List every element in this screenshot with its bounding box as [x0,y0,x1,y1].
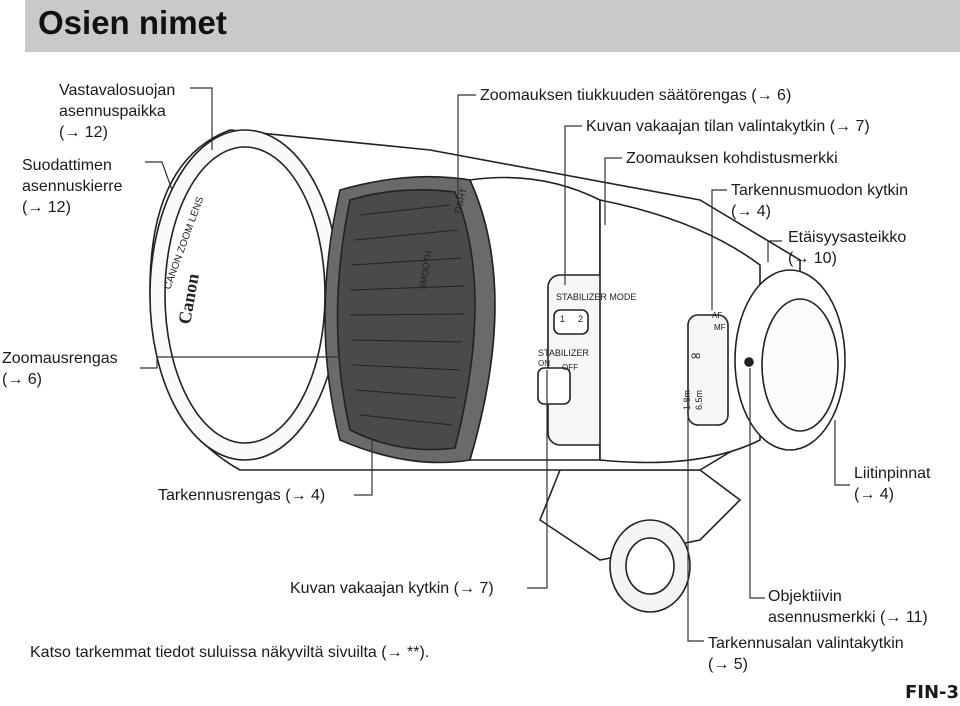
leader-focus-ring [354,440,373,496]
label-distance-scale: Etäisyysasteikko (→ 10) [788,229,907,267]
stabilizer-mode-marking: STABILIZER MODE [556,292,636,302]
stabilizer-marking: STABILIZER [538,348,589,358]
leader-contacts [834,420,850,486]
label-zoom-index: Zoomauksen kohdistusmerkki [626,150,838,167]
zoom-ring-ridges [349,204,465,426]
label-stabilizer-mode-switch: Kuvan vakaajan tilan valintakytkin (→ 7) [586,118,870,135]
leader-focus-limiter [687,400,704,642]
leader-focus-mode [711,189,727,310]
label-focus-mode-switch: Tarkennusmuodon kytkin (→ 4) [731,182,908,220]
label-stabilizer-switch: Kuvan vakaajan kytkin (→ 7) [290,580,494,597]
leader-zoom-tension [457,94,476,205]
focus-switch-panel [687,314,729,426]
off-marking: OFF [562,363,578,372]
page-number: FIN-3 [905,682,960,703]
af-marking: AF [712,311,722,320]
mf-marking: MF [714,323,726,332]
mode-1-marking: 1 [560,314,565,324]
dist-2-marking: 6.5m [694,390,704,410]
mount-index-dot [744,357,754,367]
leader-filter-thread [145,161,173,191]
leader-zoom-index [604,157,622,225]
leader-zoom-ring [140,356,340,369]
footnote: Katso tarkemmat tiedot suluissa näkyvilt… [30,644,430,661]
label-focus-ring: Tarkennusrengas (→ 4) [158,487,326,504]
dist-1-marking: 1.8m [682,390,692,410]
label-zoom-ring: Zoomausrengas (→ 6) [2,350,118,388]
label-focus-limiter: Tarkennusalan valintakytkin (→ 5) [708,635,904,673]
page-title: Osien nimet [38,4,227,41]
label-mount-index: Objektiivin asennusmerkki (→ 11) [768,588,928,626]
leader-stabilizer-mode [564,125,582,285]
leader-distance-scale [767,240,782,262]
label-filter-thread: Suodattimen asennuskierre (→ 12) [22,157,123,216]
leader-hood-mount [190,87,213,150]
title-bar [25,0,960,52]
leader-mount-index [749,368,765,599]
infinity-marking: ∞ [690,348,702,364]
on-marking: ON [538,359,550,368]
label-hood-mount: Vastavalosuojan asennuspaikka (→ 12) [59,82,176,141]
label-contacts: Liitinpinnat (→ 4) [854,465,931,503]
leader-lines [140,87,850,642]
leader-stabilizer-switch [527,370,548,589]
mode-2-marking: 2 [578,314,583,324]
label-zoom-tension-ring: Zoomauksen tiukkuuden säätörengas (→ 6) [480,87,792,104]
